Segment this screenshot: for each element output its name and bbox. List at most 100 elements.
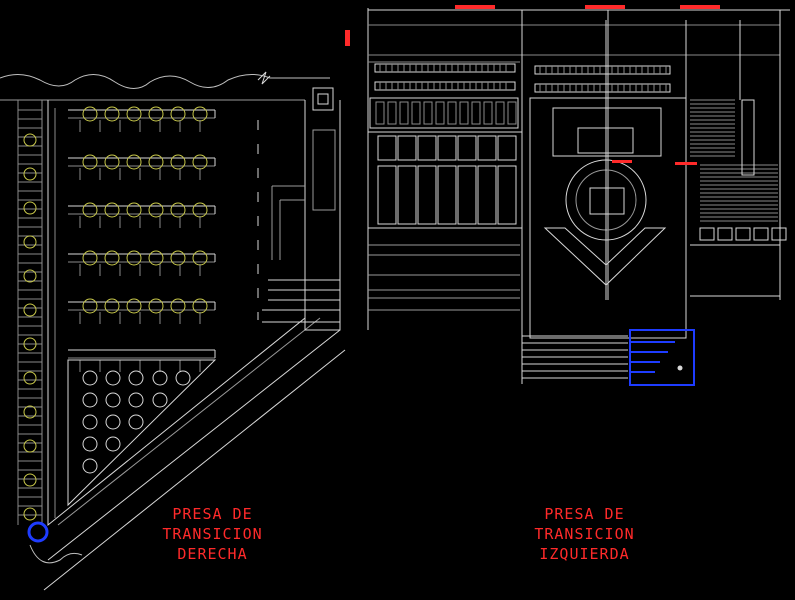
beam-band-center: [534, 83, 671, 93]
blue-stair-element: [629, 329, 695, 386]
red-tag-center: [612, 160, 632, 163]
label-right-line1: PRESA DE: [172, 505, 253, 523]
gate-bay: [417, 165, 437, 225]
bottom-arc: [29, 544, 83, 564]
pile-circle: [148, 106, 164, 122]
triangle-pile: [105, 370, 121, 386]
header-beam-cell: [495, 101, 505, 125]
pile-circle: [126, 202, 142, 218]
triangle-pile: [82, 436, 98, 452]
pile-circle: [104, 298, 120, 314]
header-beam-cell: [375, 101, 385, 125]
dim-tag-2: [585, 5, 625, 9]
dim-tag-3: [680, 5, 720, 9]
gate-box-2: [317, 93, 329, 105]
right-block: [735, 227, 751, 241]
bottom-bands: [368, 244, 520, 311]
triangle-pile: [82, 370, 98, 386]
gate-bay: [397, 165, 417, 225]
gate-bays: [368, 131, 522, 229]
diagonal-wall-3: [57, 317, 321, 526]
gate-bay-top: [497, 135, 517, 161]
left-column-pile: [23, 133, 37, 147]
gate-bay-top: [477, 135, 497, 161]
label-left-line1: PRESA DE: [544, 505, 625, 523]
red-tag-right: [675, 162, 697, 165]
gate-box-3: [312, 129, 336, 211]
diagonal-wall-1: [47, 329, 341, 561]
gate-bay-top: [377, 135, 397, 161]
triangle-pile-outline: [67, 359, 217, 507]
left-dam-horizontal-1: [368, 24, 780, 63]
triangle-pile: [105, 436, 121, 452]
header-beam-cell: [471, 101, 481, 125]
gate-bay-top: [457, 135, 477, 161]
pile-circle: [148, 250, 164, 266]
triangle-pile: [82, 458, 98, 474]
right-block: [753, 227, 769, 241]
label-right-line3: DERECHA: [177, 545, 248, 563]
pile-circle: [104, 202, 120, 218]
left-column-pile: [23, 167, 37, 181]
gate-bay: [497, 165, 517, 225]
gate-structure-outline: [304, 100, 341, 331]
triangle-pile: [152, 370, 168, 386]
header-beam-cell: [483, 101, 493, 125]
pile-circle: [126, 154, 142, 170]
pile-circle: [82, 202, 98, 218]
inner-cap: [552, 107, 662, 157]
bottom-stairs: [521, 330, 628, 384]
pile-circle: [170, 298, 186, 314]
top-boundary-wave: [0, 74, 330, 89]
pile-rows: [68, 106, 216, 372]
blue-marker-circle: [27, 521, 49, 543]
dim-tag-1: [455, 5, 495, 9]
central-block: [529, 97, 687, 339]
header-beam-cell: [411, 101, 421, 125]
pile-circle: [126, 250, 142, 266]
blue-stair-dot: [677, 365, 683, 371]
label-presa-derecha: PRESA DE TRANSICION DERECHA: [130, 504, 295, 564]
gate-steps: [262, 279, 340, 323]
gate-bay: [477, 165, 497, 225]
left-column-pile: [23, 371, 37, 385]
right-block: [699, 227, 715, 241]
right-hatched-area: [690, 99, 787, 297]
label-left-line3: IZQUIERDA: [539, 545, 630, 563]
break-mark: [257, 71, 271, 85]
triangular-pile-grid: [67, 359, 217, 507]
left-column-pile: [23, 439, 37, 453]
pile-circle: [82, 250, 98, 266]
label-left-line2: TRANSICION: [534, 525, 635, 543]
left-column-pile: [23, 337, 37, 351]
pile-circle: [82, 298, 98, 314]
gate-bay: [377, 165, 397, 225]
left-column-pile: [23, 507, 37, 521]
header-beam-cell: [507, 101, 517, 125]
triangle-pile: [128, 414, 144, 430]
right-block: [717, 227, 733, 241]
left-column-ticks: [18, 109, 42, 521]
vertical-grid-lines: [521, 10, 741, 330]
triangle-pile: [105, 414, 121, 430]
left-column-pile: [23, 201, 37, 215]
gate-bay-top: [397, 135, 417, 161]
beam-band-center: [534, 65, 671, 75]
beam-bands: [369, 63, 671, 129]
pile-circle: [148, 202, 164, 218]
right-block: [771, 227, 787, 241]
pile-circle: [170, 154, 186, 170]
left-column-pile: [23, 269, 37, 283]
header-beam-cell: [447, 101, 457, 125]
pile-circle: [104, 154, 120, 170]
pile-circle: [170, 250, 186, 266]
gate-bay: [457, 165, 477, 225]
pile-circle: [170, 106, 186, 122]
red-marker: [345, 30, 350, 46]
diagonal-wall-2: [43, 349, 346, 591]
plan-presa-derecha: [0, 71, 346, 591]
pile-circle: [126, 298, 142, 314]
pile-circle: [104, 106, 120, 122]
triangle-pile: [105, 392, 121, 408]
